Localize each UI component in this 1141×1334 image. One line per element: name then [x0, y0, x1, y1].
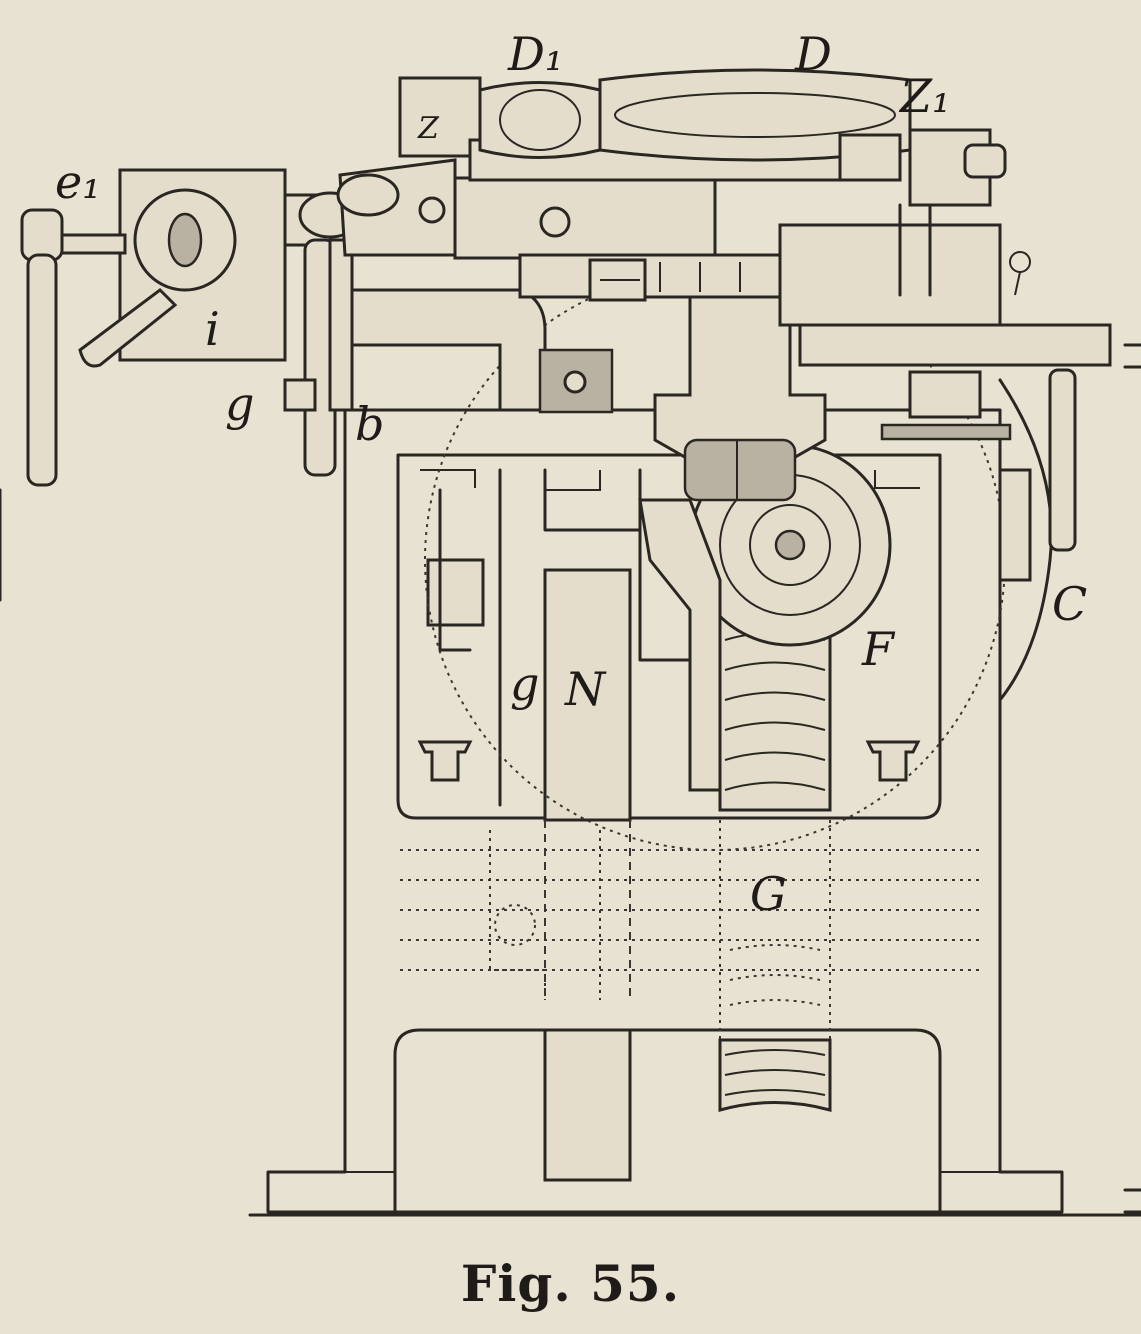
- oil-cup-left: [417, 740, 473, 782]
- hidden-gearing: [400, 830, 980, 1006]
- shaft-e1: [20, 208, 127, 487]
- label-c: C: [1052, 577, 1087, 631]
- label-g-lever: g: [510, 657, 539, 711]
- label-z: Z: [417, 111, 440, 146]
- label-b: b: [355, 397, 384, 451]
- label-g-screw: G: [750, 867, 787, 921]
- handle-hub-i: [78, 168, 287, 368]
- upper-carriage: [453, 176, 1112, 441]
- left-bracket: [343, 288, 614, 414]
- label-e1: e₁: [55, 155, 101, 209]
- label-n: N: [564, 662, 607, 716]
- label-g: g: [225, 377, 254, 431]
- side-wheel-c: [998, 378, 1053, 702]
- connecting-arm: [336, 158, 457, 257]
- figure-caption: Fig. 55.: [460, 1254, 681, 1313]
- label-d1: D₁: [507, 27, 563, 81]
- oil-cup-right: [865, 740, 921, 782]
- side-bracket: [998, 468, 1032, 582]
- bearing-z1: [838, 128, 1031, 297]
- edge-mark-right: [1123, 343, 1141, 1214]
- worm-screw: [718, 608, 832, 1112]
- label-f: F: [861, 622, 896, 676]
- pulley-d1: [478, 81, 602, 159]
- label-i: i: [205, 302, 220, 356]
- rod-n: [543, 568, 632, 1182]
- crank-lever: [638, 498, 722, 792]
- label-d: D: [794, 27, 832, 81]
- side-rod: [1048, 368, 1077, 552]
- machine-frame: [266, 408, 1064, 1214]
- label-z1: Z₁: [898, 69, 950, 123]
